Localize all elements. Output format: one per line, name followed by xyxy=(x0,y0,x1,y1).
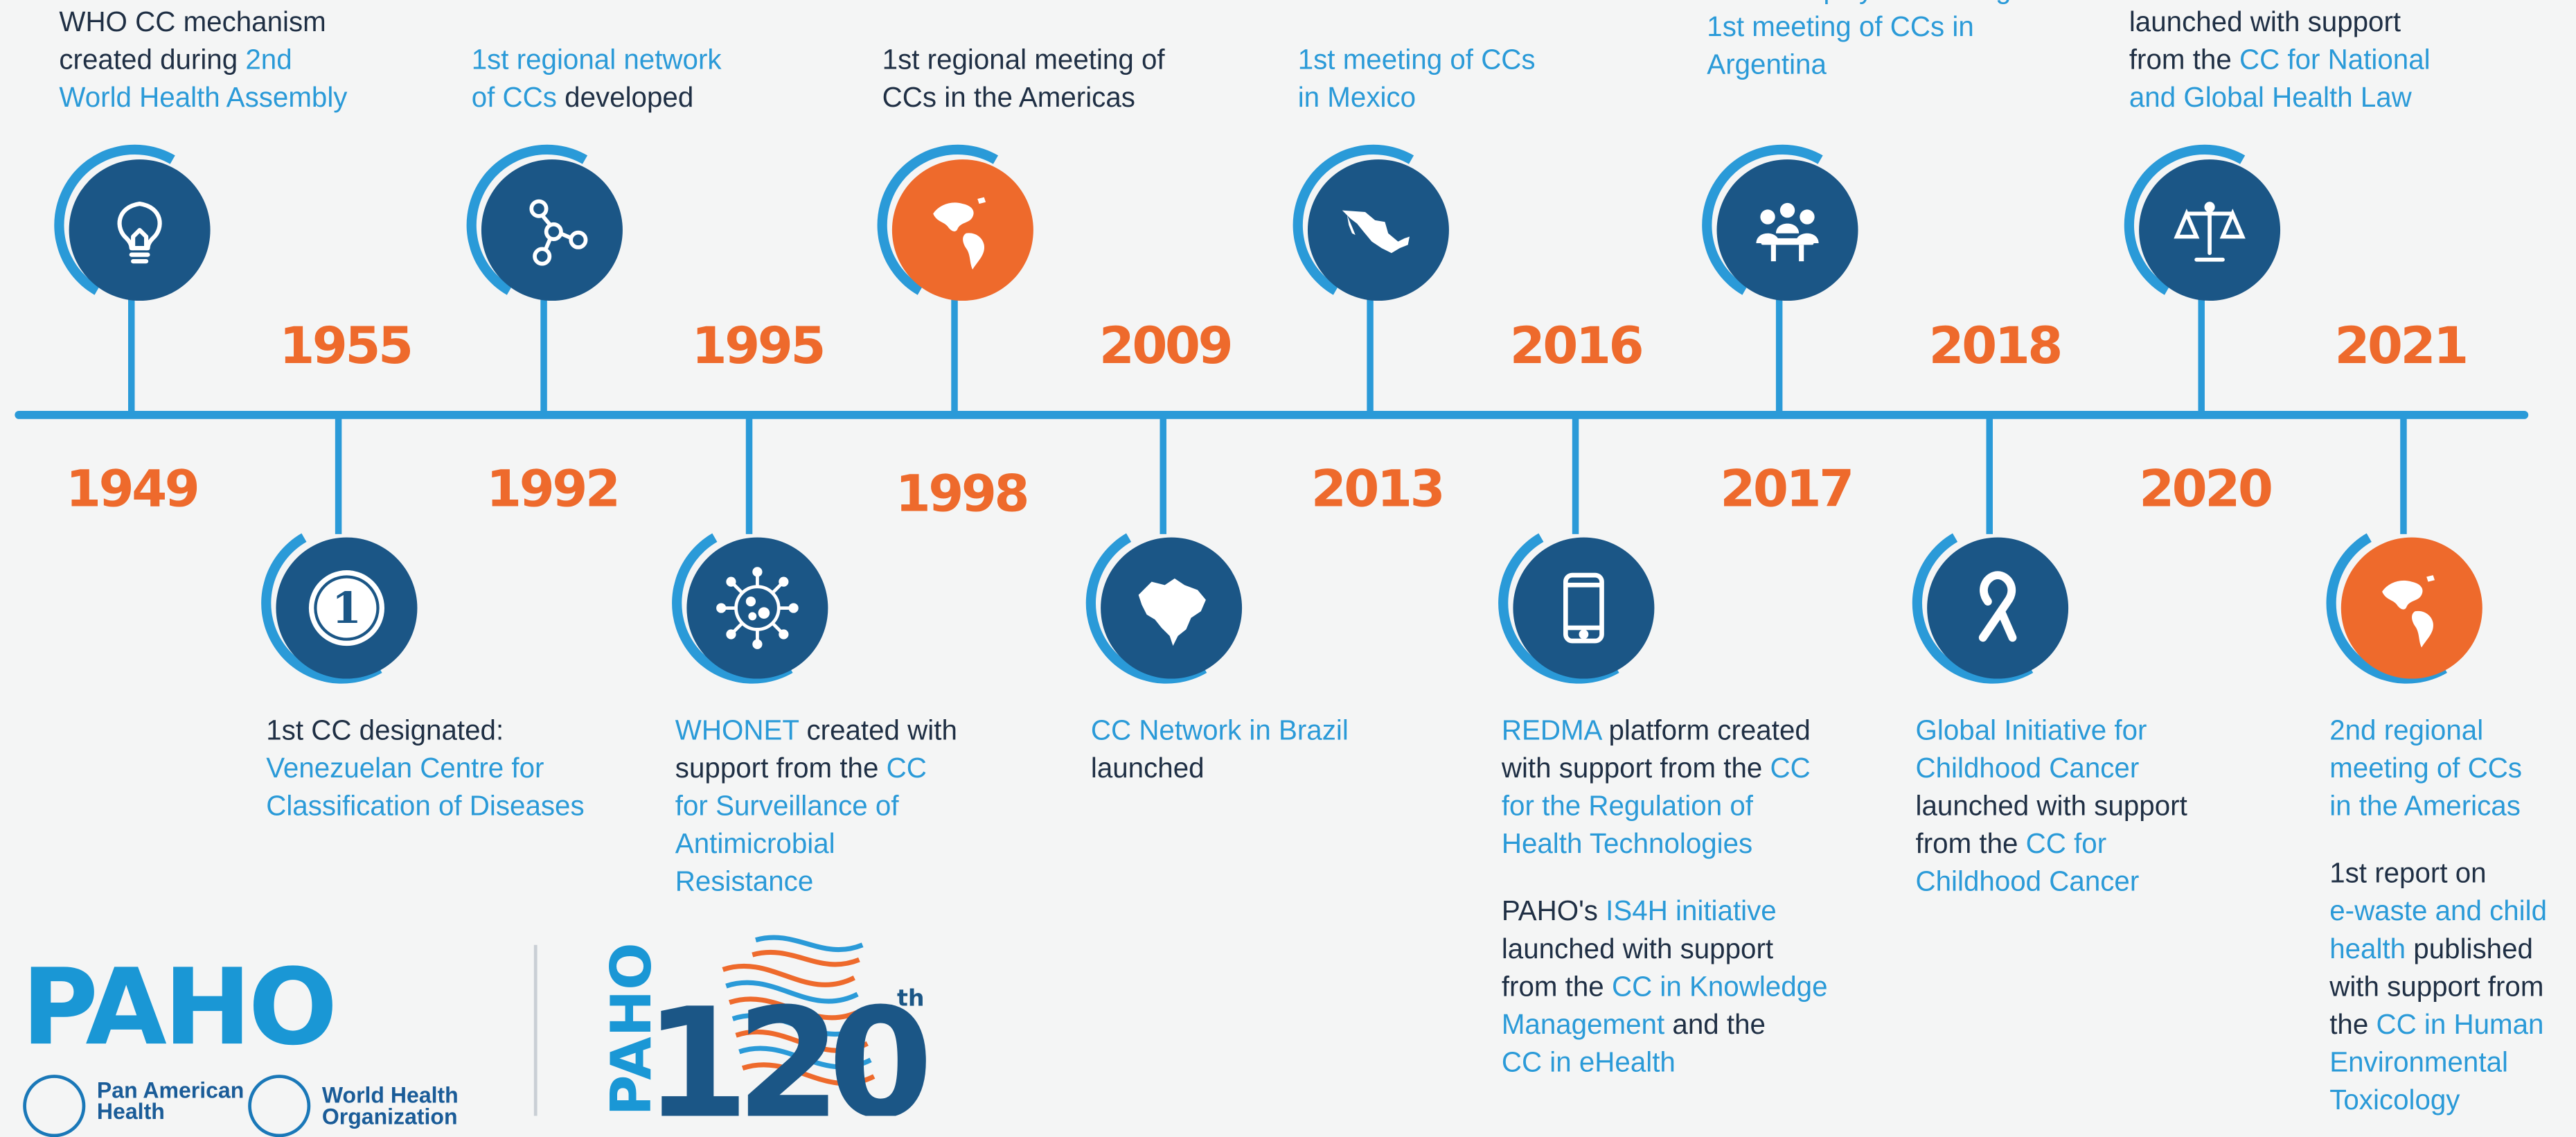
node-2017 xyxy=(1684,126,1881,324)
stem-1992 xyxy=(540,295,547,414)
node-1995 xyxy=(653,504,851,702)
year-label: 1995 xyxy=(691,317,826,377)
stem-2020 xyxy=(2198,295,2205,414)
stem-2018 xyxy=(1986,416,1993,534)
year-label: 2021 xyxy=(2334,317,2469,377)
year-label: 2020 xyxy=(2139,460,2273,520)
paho-logo: PAHO xyxy=(21,948,338,1070)
stem-2016 xyxy=(1572,416,1579,534)
timeline-axis xyxy=(15,410,2529,419)
node-2021 xyxy=(2308,504,2506,702)
event-2009-text: CC Network in Brazil launched xyxy=(1090,714,1349,784)
node-1992 xyxy=(448,126,646,324)
anniversary-suffix: th xyxy=(897,985,925,1012)
virus-icon xyxy=(716,567,799,649)
year-label: 1992 xyxy=(486,460,621,520)
network-icon xyxy=(529,199,588,266)
event-2020-text: launched with support from the CC for Na… xyxy=(2129,6,2431,114)
year-label: 2009 xyxy=(1099,317,1234,377)
year-label: 2016 xyxy=(1509,317,1644,377)
event-1998-text: 1st regional meeting of CCs in the Ameri… xyxy=(882,44,1165,114)
stem-2013 xyxy=(1367,295,1374,414)
smartphone-icon xyxy=(1563,572,1604,644)
event-1955-text: 1st CC designated: Venezuelan Centre for… xyxy=(266,714,585,822)
year-label: 2018 xyxy=(1928,317,2063,377)
stem-1955 xyxy=(335,416,342,534)
event-2017-text: Health Equity Monitoring 1st meeting of … xyxy=(1707,0,2011,81)
number-one-coin-icon: 1 xyxy=(308,570,385,646)
scales-icon xyxy=(2174,202,2246,262)
globe-americas-icon xyxy=(933,197,986,270)
event-2018-text: Global Initiative for Childhood Cancer l… xyxy=(1915,714,2187,898)
node-1955: 1 xyxy=(242,504,441,702)
year-label: 1998 xyxy=(895,465,1030,525)
stem-1949 xyxy=(128,295,135,414)
node-2009 xyxy=(1067,504,1265,702)
brazil-map-icon xyxy=(1138,578,1206,646)
year-label: 1955 xyxy=(279,317,414,377)
paho-seal-icon xyxy=(23,1075,86,1137)
node-2013 xyxy=(1274,126,1473,324)
logo-divider xyxy=(533,944,538,1116)
event-1949-text: WHO CC mechanism created during 2nd Worl… xyxy=(59,6,348,114)
lightbulb-icon xyxy=(117,202,162,264)
mexico-map-icon xyxy=(1342,210,1410,254)
year-label: 1949 xyxy=(65,460,200,520)
org-name-who: World Health Organization xyxy=(321,1083,459,1129)
svg-text:1: 1 xyxy=(332,583,362,633)
node-2016 xyxy=(1480,504,1678,702)
node-1949 xyxy=(36,126,233,324)
node-1998 xyxy=(859,126,1057,324)
stem-2017 xyxy=(1775,295,1783,414)
anniversary-logo: PAHO 120 th xyxy=(599,935,936,1116)
stem-1998 xyxy=(951,295,958,414)
node-2020 xyxy=(2106,126,2304,324)
node-2018 xyxy=(1894,504,2092,702)
globe-americas-icon xyxy=(2382,575,2435,648)
stem-2021 xyxy=(2400,416,2407,534)
anniversary-paho-text: PAHO xyxy=(599,942,664,1116)
event-2021-text: 2nd regional meeting of CCs in the Ameri… xyxy=(2329,714,2548,1116)
event-2016-text: REDMA platform created with support from… xyxy=(1501,714,1828,1078)
meeting-people-icon xyxy=(1756,202,1819,262)
event-1992-text: 1st regional network of CCs developed xyxy=(471,44,722,114)
stem-2009 xyxy=(1160,416,1166,534)
org-name-paho: Pan American Health xyxy=(96,1077,245,1125)
event-1995-text: WHONET created with support from the CC … xyxy=(675,714,957,898)
year-label: 2017 xyxy=(1720,460,1854,520)
ribbon-icon xyxy=(1978,571,2017,642)
stem-1995 xyxy=(745,416,753,534)
who-emblem-icon xyxy=(248,1075,311,1137)
event-2013-text: 1st meeting of CCs in Mexico xyxy=(1297,44,1536,114)
anniversary-number: 120 xyxy=(644,976,927,1116)
year-label: 2013 xyxy=(1311,460,1446,520)
